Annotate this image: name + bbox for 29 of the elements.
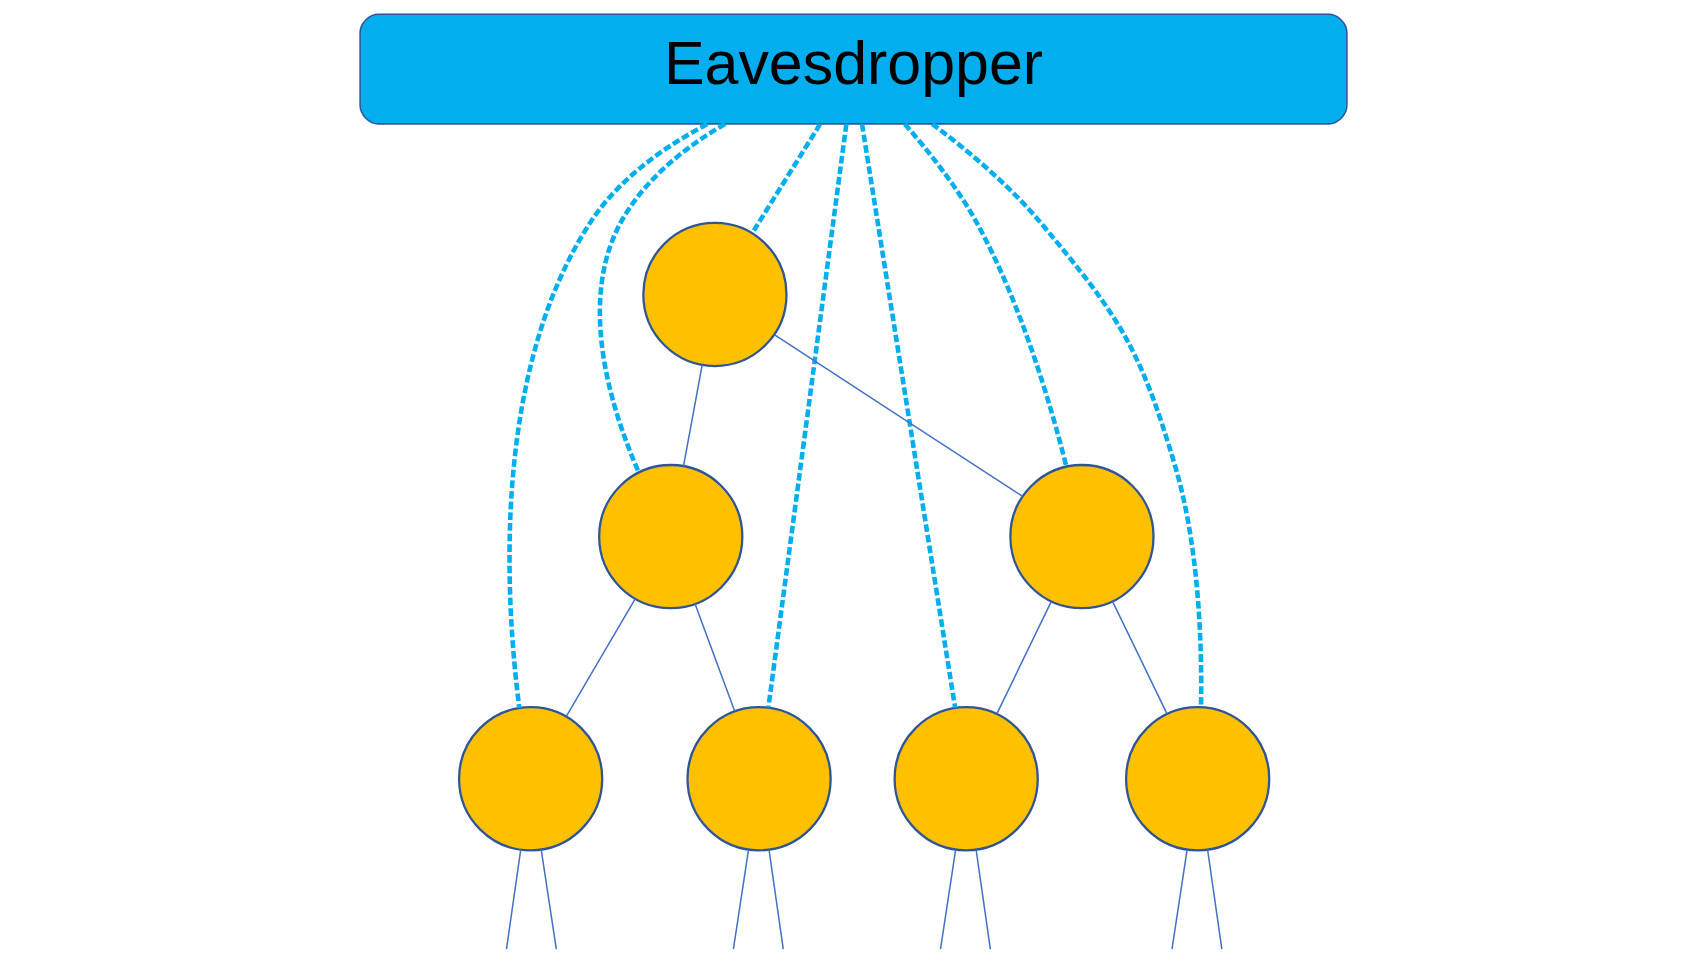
connector (693, 603, 735, 712)
connector (1206, 849, 1223, 950)
connector (939, 849, 956, 950)
connector (995, 600, 1052, 715)
node-circle (685, 706, 832, 852)
connector (767, 849, 784, 950)
node-circle (641, 221, 788, 368)
connector (902, 122, 1069, 467)
connector (540, 849, 557, 950)
node-circle (597, 463, 743, 610)
connector (930, 122, 1203, 707)
node-circle (1008, 463, 1155, 610)
connector (565, 598, 636, 718)
connector (1170, 849, 1188, 950)
node-circle (457, 706, 603, 852)
connector (505, 849, 521, 950)
connector (974, 849, 991, 950)
connector (1111, 600, 1168, 715)
node-box: Eavesdropper (358, 13, 1348, 125)
connector (773, 333, 1023, 498)
connector (859, 123, 957, 709)
connector (682, 364, 703, 467)
node-circle (1124, 706, 1270, 852)
connector (749, 123, 822, 235)
connector (732, 849, 749, 950)
connector (506, 122, 708, 709)
node-circle (893, 706, 1039, 852)
connector (597, 122, 726, 473)
connector (765, 123, 849, 708)
